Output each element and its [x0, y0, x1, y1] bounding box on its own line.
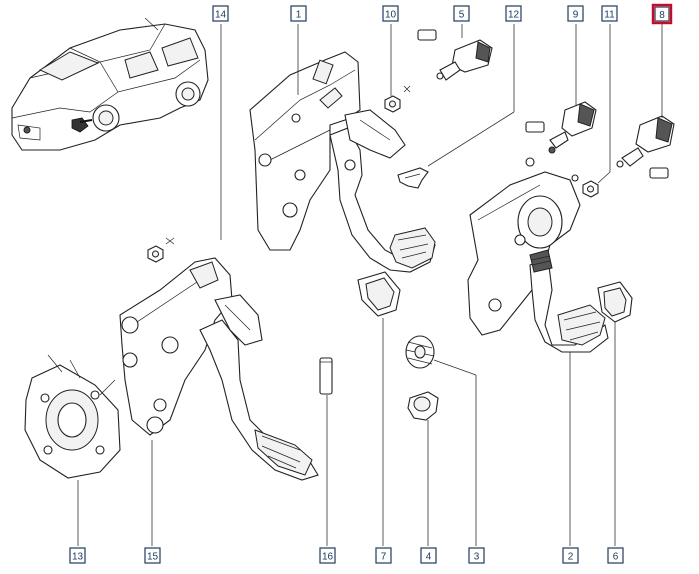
nut-part-14	[147, 237, 175, 263]
svg-text:11: 11	[604, 10, 615, 21]
brake-switch-part-8	[616, 115, 675, 179]
svg-text:5: 5	[459, 10, 465, 21]
svg-text:12: 12	[508, 10, 520, 21]
mounting-plate-part-13	[24, 354, 121, 479]
svg-text:15: 15	[147, 552, 159, 563]
svg-text:4: 4	[426, 552, 432, 563]
pedal-bracket-assembly-2	[467, 157, 609, 353]
callout-13[interactable]: 13	[69, 547, 86, 564]
callout-10[interactable]: 10	[382, 5, 399, 22]
pedal-pad-part-7	[357, 271, 401, 317]
pedal-pad-part-6	[597, 281, 633, 323]
svg-text:9: 9	[573, 10, 579, 21]
callout-15[interactable]: 15	[144, 547, 161, 564]
callout-16[interactable]: 16	[319, 547, 336, 564]
callout-2[interactable]: 2	[562, 547, 579, 564]
callout-6[interactable]: 6	[607, 547, 624, 564]
stop-switch-part-5	[417, 29, 493, 81]
svg-text:6: 6	[613, 552, 619, 563]
nut-part-10	[384, 85, 411, 113]
callout-11[interactable]: 11	[601, 5, 618, 22]
svg-text:2: 2	[568, 552, 574, 563]
callout-3[interactable]: 3	[468, 547, 485, 564]
bushing-part-3	[405, 335, 435, 369]
leader-lines	[77, 24, 663, 546]
callout-1[interactable]: 1	[290, 5, 307, 22]
nut-part-11	[582, 180, 599, 198]
svg-text:16: 16	[322, 552, 334, 563]
callout-14[interactable]: 14	[212, 5, 229, 22]
pin-part-16	[319, 357, 333, 395]
callout-12[interactable]: 12	[505, 5, 522, 22]
clutch-switch-part-9	[525, 101, 597, 154]
clip-part-12	[397, 167, 429, 189]
svg-text:3: 3	[474, 552, 480, 563]
vehicle-location-thumbnail	[11, 17, 209, 151]
callout-4[interactable]: 4	[420, 547, 437, 564]
callout-8-highlighted[interactable]: 8	[651, 3, 673, 25]
svg-text:10: 10	[385, 10, 397, 21]
svg-text:14: 14	[215, 10, 227, 21]
svg-text:13: 13	[72, 552, 84, 563]
stopper-part-4	[407, 391, 439, 421]
callout-5[interactable]: 5	[453, 5, 470, 22]
svg-text:1: 1	[296, 10, 302, 21]
svg-text:8: 8	[659, 10, 665, 21]
pedal-bracket-assembly-3	[119, 257, 319, 481]
pedal-bracket-assembly-1	[249, 51, 436, 273]
callout-9[interactable]: 9	[567, 5, 584, 22]
callout-7[interactable]: 7	[375, 547, 392, 564]
svg-text:7: 7	[381, 552, 387, 563]
